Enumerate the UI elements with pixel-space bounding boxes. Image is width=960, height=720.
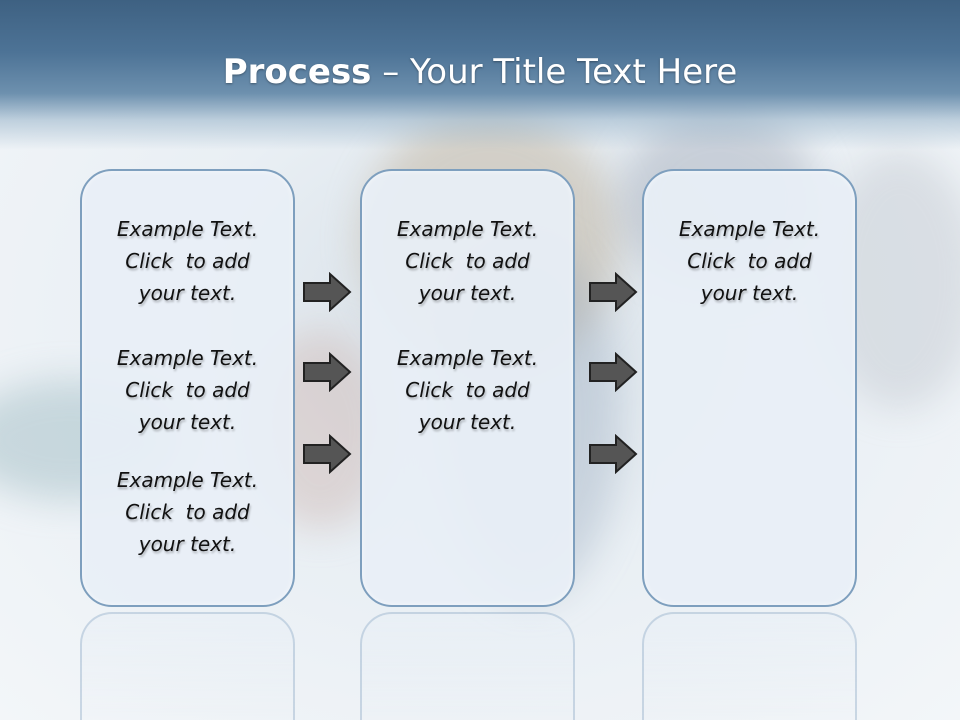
- process-box-3[interactable]: Example Text. Click to add your text.: [642, 169, 857, 607]
- text-line: Example Text.: [116, 217, 259, 241]
- text-block[interactable]: Example Text. Click to add your text.: [82, 213, 293, 309]
- right-arrow-icon[interactable]: [302, 434, 352, 474]
- right-arrow-icon[interactable]: [588, 272, 638, 312]
- title-rest-part: – Your Title Text Here: [371, 52, 738, 92]
- text-line: Example Text.: [116, 468, 259, 492]
- text-line: Click to add: [125, 500, 250, 524]
- text-line: your text.: [138, 281, 237, 305]
- text-line: Example Text.: [116, 346, 259, 370]
- text-line: your text.: [418, 410, 517, 434]
- right-arrow-icon[interactable]: [588, 352, 638, 392]
- text-line: Click to add: [125, 378, 250, 402]
- text-line: your text.: [138, 532, 237, 556]
- text-block[interactable]: Example Text. Click to add your text.: [644, 213, 855, 309]
- text-line: Click to add: [125, 249, 250, 273]
- text-line: your text.: [418, 281, 517, 305]
- text-line: Click to add: [687, 249, 812, 273]
- text-block[interactable]: Example Text. Click to add your text.: [362, 342, 573, 438]
- text-line: your text.: [138, 410, 237, 434]
- text-line: Click to add: [405, 378, 530, 402]
- right-arrow-icon[interactable]: [588, 434, 638, 474]
- text-line: Click to add: [405, 249, 530, 273]
- title-bar: [0, 0, 960, 150]
- box-reflection: [642, 612, 857, 720]
- title-bold-part: Process: [222, 52, 372, 92]
- box-reflection: [80, 612, 295, 720]
- right-arrow-icon[interactable]: [302, 352, 352, 392]
- box-reflection: [360, 612, 575, 720]
- process-box-1[interactable]: Example Text. Click to add your text. Ex…: [80, 169, 295, 607]
- text-line: Example Text.: [396, 346, 539, 370]
- text-block[interactable]: Example Text. Click to add your text.: [82, 342, 293, 438]
- text-block[interactable]: Example Text. Click to add your text.: [362, 213, 573, 309]
- right-arrow-icon[interactable]: [302, 272, 352, 312]
- page-title[interactable]: Process – Your Title Text Here: [0, 52, 960, 92]
- text-line: Example Text.: [678, 217, 821, 241]
- text-line: your text.: [700, 281, 799, 305]
- text-block[interactable]: Example Text. Click to add your text.: [82, 464, 293, 560]
- text-line: Example Text.: [396, 217, 539, 241]
- process-box-2[interactable]: Example Text. Click to add your text. Ex…: [360, 169, 575, 607]
